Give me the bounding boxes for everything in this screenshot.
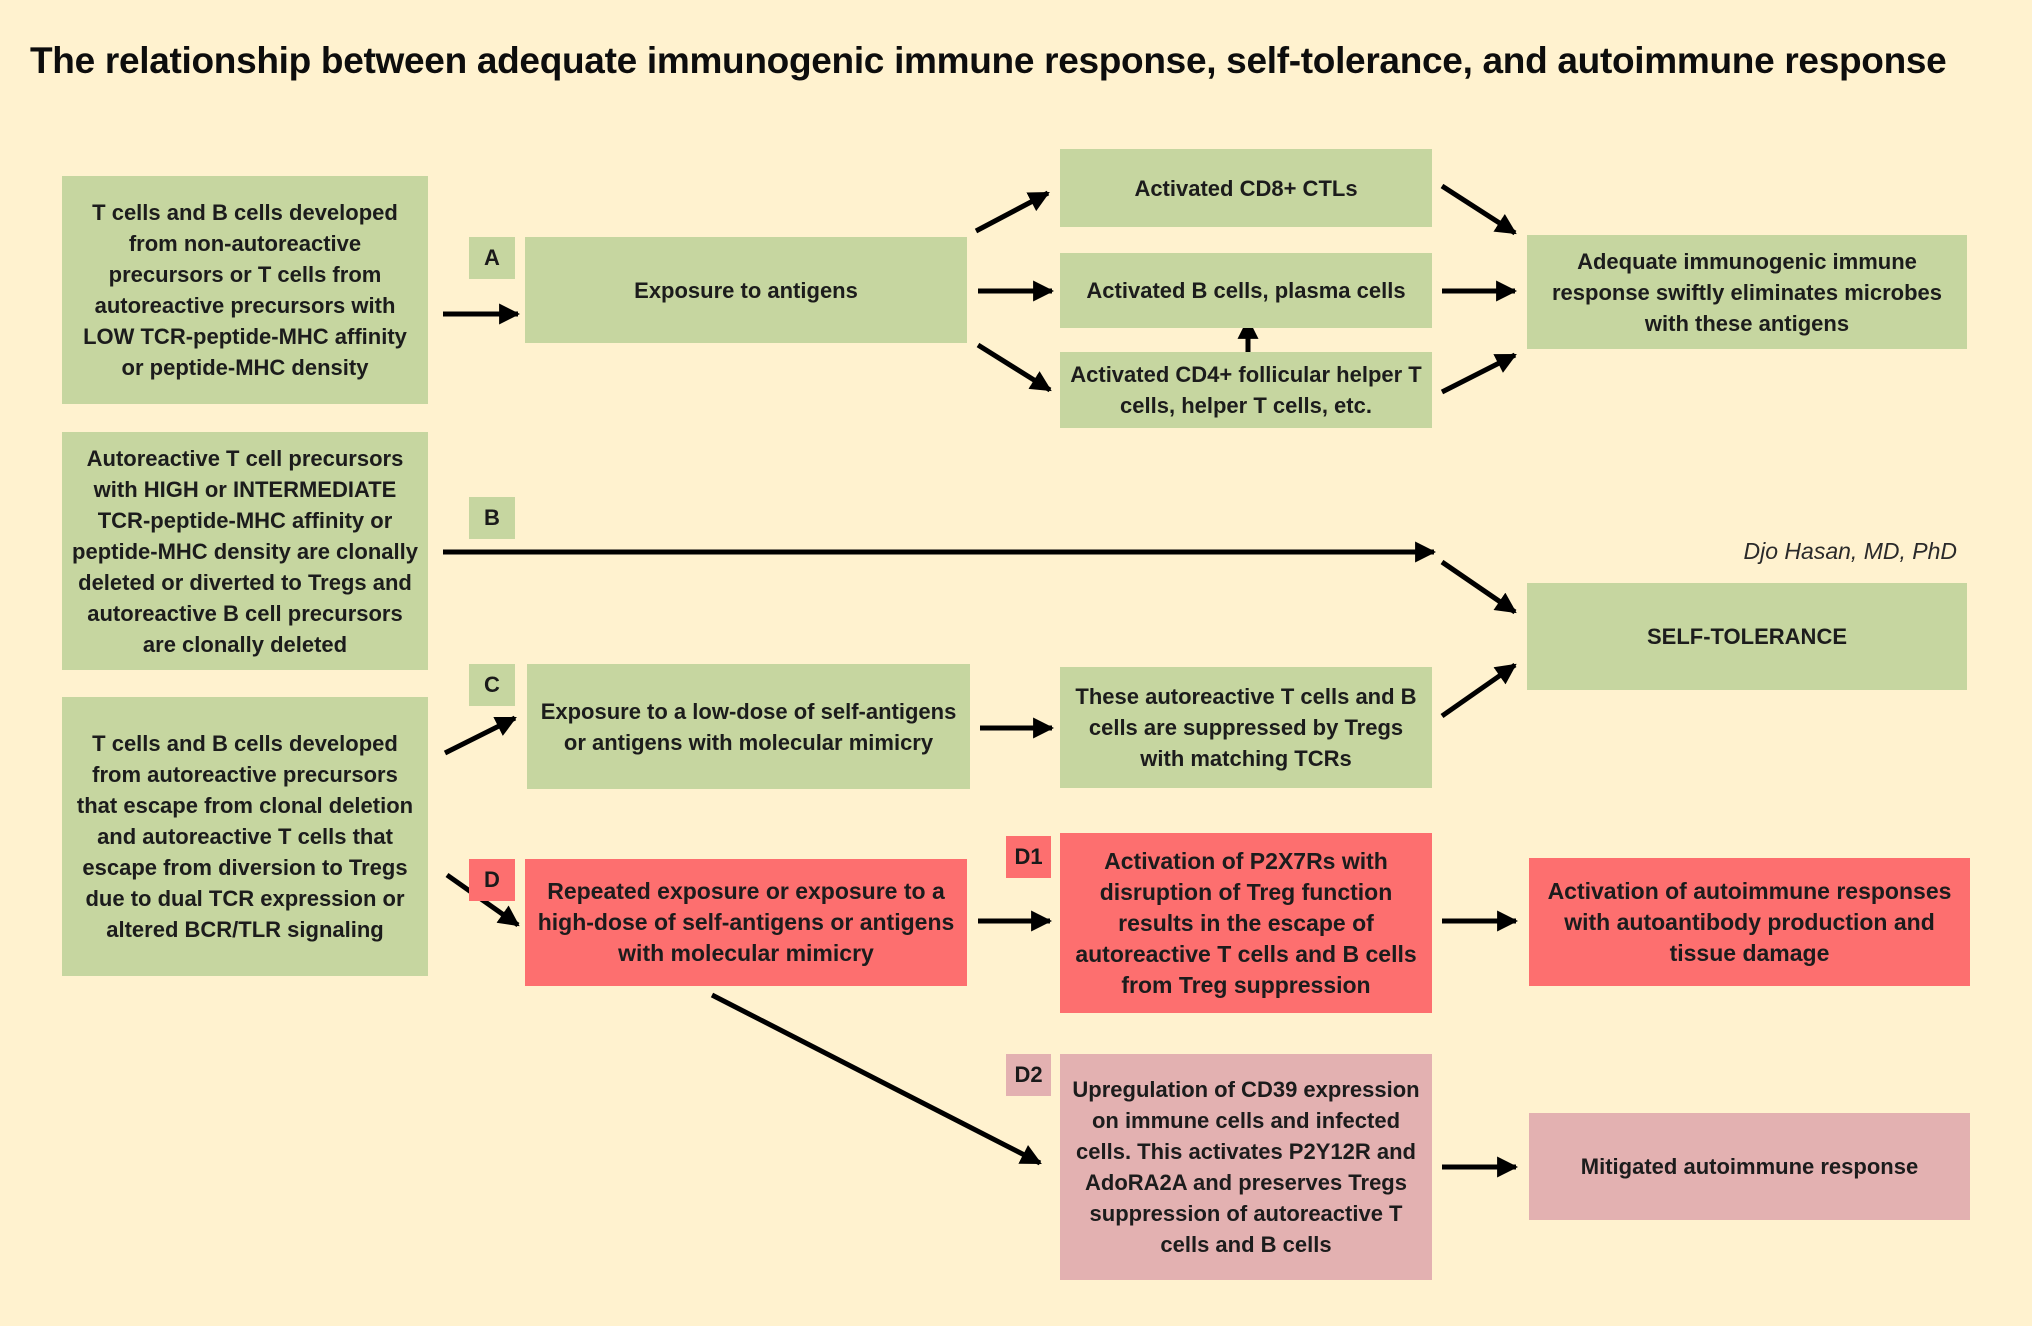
source-high-affinity-box: Autoreactive T cell precursors with HIGH… (62, 432, 428, 670)
arrow-b-to-self-tolerance (1440, 559, 1517, 615)
high-dose-exposure-box: Repeated exposure or exposure to a high-… (525, 859, 967, 986)
activated-b-cells-box: Activated B cells, plasma cells (1060, 253, 1432, 328)
p2x7r-activation-box: Activation of P2X7Rs with disruption of … (1060, 833, 1432, 1013)
diagram-title: The relationship between adequate immuno… (30, 40, 1947, 81)
arrow-suppressed-to-self-tolerance (1440, 662, 1517, 719)
arrow-exposure-to-cd8 (974, 190, 1050, 234)
pathway-label-c: C (469, 664, 515, 706)
source-escaped-box: T cells and B cells developed from autor… (62, 697, 428, 976)
autoimmune-activation-box: Activation of autoimmune responses with … (1529, 858, 1970, 986)
self-tolerance-box: SELF-TOLERANCE (1527, 583, 1967, 690)
cd39-upregulation-box: Upregulation of CD39 expression on immun… (1060, 1054, 1432, 1280)
low-dose-exposure-box: Exposure to a low-dose of self-antigens … (527, 664, 970, 789)
exposure-antigens-box: Exposure to antigens (525, 237, 967, 343)
arrow-high-dose-to-cd39 (710, 992, 1042, 1166)
pathway-label-a: A (469, 237, 515, 279)
pathway-label-d1: D1 (1006, 836, 1051, 878)
pathway-label-d: D (469, 859, 515, 901)
suppressed-by-tregs-box: These autoreactive T cells and B cells a… (1060, 667, 1432, 788)
arrow-cd4-to-adequate (1440, 352, 1517, 395)
author-credit: Djo Hasan, MD, PhD (1743, 538, 1957, 564)
activated-cd4-box: Activated CD4+ follicular helper T cells… (1060, 352, 1432, 428)
source-low-affinity-box: T cells and B cells developed from non-a… (62, 176, 428, 404)
activated-cd8-box: Activated CD8+ CTLs (1060, 149, 1432, 227)
pathway-label-b: B (469, 497, 515, 539)
arrow-exposure-to-cd4 (976, 342, 1052, 393)
mitigated-response-box: Mitigated autoimmune response (1529, 1113, 1970, 1220)
pathway-label-d2: D2 (1006, 1054, 1051, 1096)
arrow-c-to-low-dose (443, 715, 517, 756)
arrow-cd8-to-adequate (1440, 183, 1517, 236)
adequate-response-box: Adequate immunogenic immune response swi… (1527, 235, 1967, 349)
